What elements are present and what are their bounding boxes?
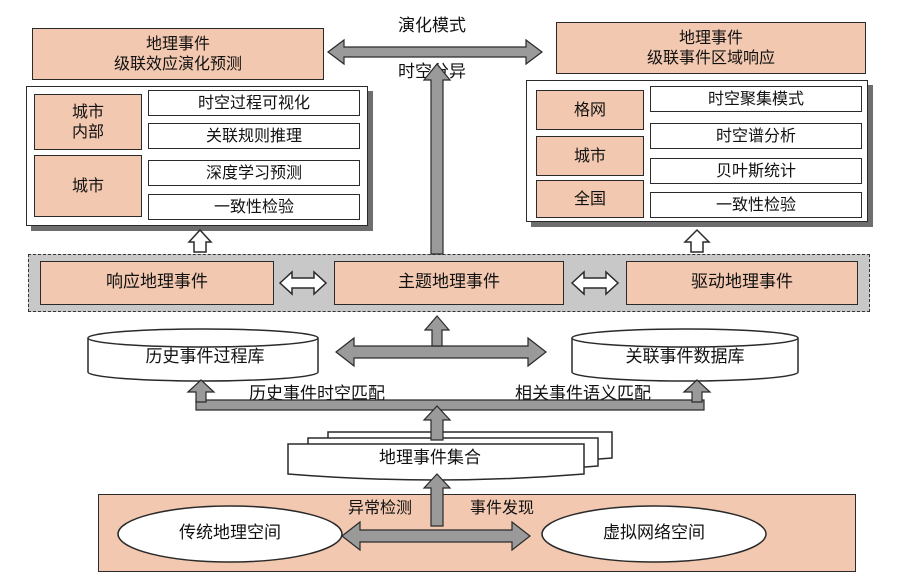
semantic-match-label: 相关事件语义匹配	[515, 384, 651, 405]
space-double-arrow	[341, 520, 531, 552]
traditional-space-label: 传统地理空间	[179, 523, 281, 544]
event-discovery-label: 事件发现	[469, 498, 534, 517]
right-method-consistency-check: 一致性检验	[650, 192, 862, 218]
database-double-arrow	[335, 336, 547, 368]
theme-event-box: 主题地理事件	[334, 261, 564, 305]
right-panel-up-arrow	[683, 228, 711, 253]
left-method-consistency-check: 一致性检验	[148, 194, 360, 220]
discovery-up-arrow	[422, 473, 452, 527]
right-method-clustering: 时空聚集模式	[650, 86, 862, 112]
event-collection-label: 地理事件集合	[379, 448, 481, 469]
event-collection-document-stack	[287, 431, 613, 481]
right-method-spectrum: 时空谱分析	[650, 123, 862, 149]
cascade-response-box: 地理事件 级联事件区域响应	[556, 22, 866, 74]
driving-event-box: 驱动地理事件	[626, 261, 858, 305]
traditional-space-ellipse	[117, 505, 343, 563]
virtual-space-label: 虚拟网络空间	[603, 523, 705, 544]
theme-drive-double-arrow	[570, 270, 620, 296]
left-group-urban-interior: 城市 内部	[34, 94, 142, 150]
history-match-label: 历史事件时空匹配	[249, 384, 385, 405]
history-database-label: 历史事件过程库	[145, 347, 265, 368]
left-method-visualization: 时空过程可视化	[148, 90, 360, 116]
evolution-pattern-label: 演化模式	[398, 16, 466, 37]
left-method-association-rules: 关联规则推理	[148, 123, 360, 149]
related-database-label: 关联事件数据库	[625, 347, 745, 368]
virtual-space-ellipse	[541, 505, 767, 563]
response-event-box: 响应地理事件	[40, 261, 274, 305]
cascade-prediction-box: 地理事件 级联效应演化预测	[32, 28, 324, 80]
right-group-grid: 格网	[536, 90, 644, 130]
history-db-up-arrow	[186, 379, 216, 403]
collection-up-arrow	[422, 405, 452, 441]
matching-bar	[195, 399, 705, 411]
right-group-nation: 全国	[536, 180, 644, 218]
theme-up-arrow	[422, 63, 452, 255]
left-method-deep-learning: 深度学习预测	[148, 160, 360, 186]
evolution-double-arrow	[327, 38, 543, 66]
response-theme-double-arrow	[278, 270, 328, 296]
related-db-up-arrow	[682, 379, 712, 403]
right-group-city: 城市	[536, 136, 644, 176]
related-database-cylinder	[571, 328, 799, 382]
history-database-cylinder	[87, 328, 319, 382]
left-group-city: 城市	[34, 155, 142, 217]
left-panel-up-arrow	[187, 228, 213, 253]
database-up-arrow	[423, 315, 451, 347]
right-method-bayesian: 贝叶斯统计	[650, 158, 862, 184]
anomaly-detection-label: 异常检测	[347, 498, 412, 517]
